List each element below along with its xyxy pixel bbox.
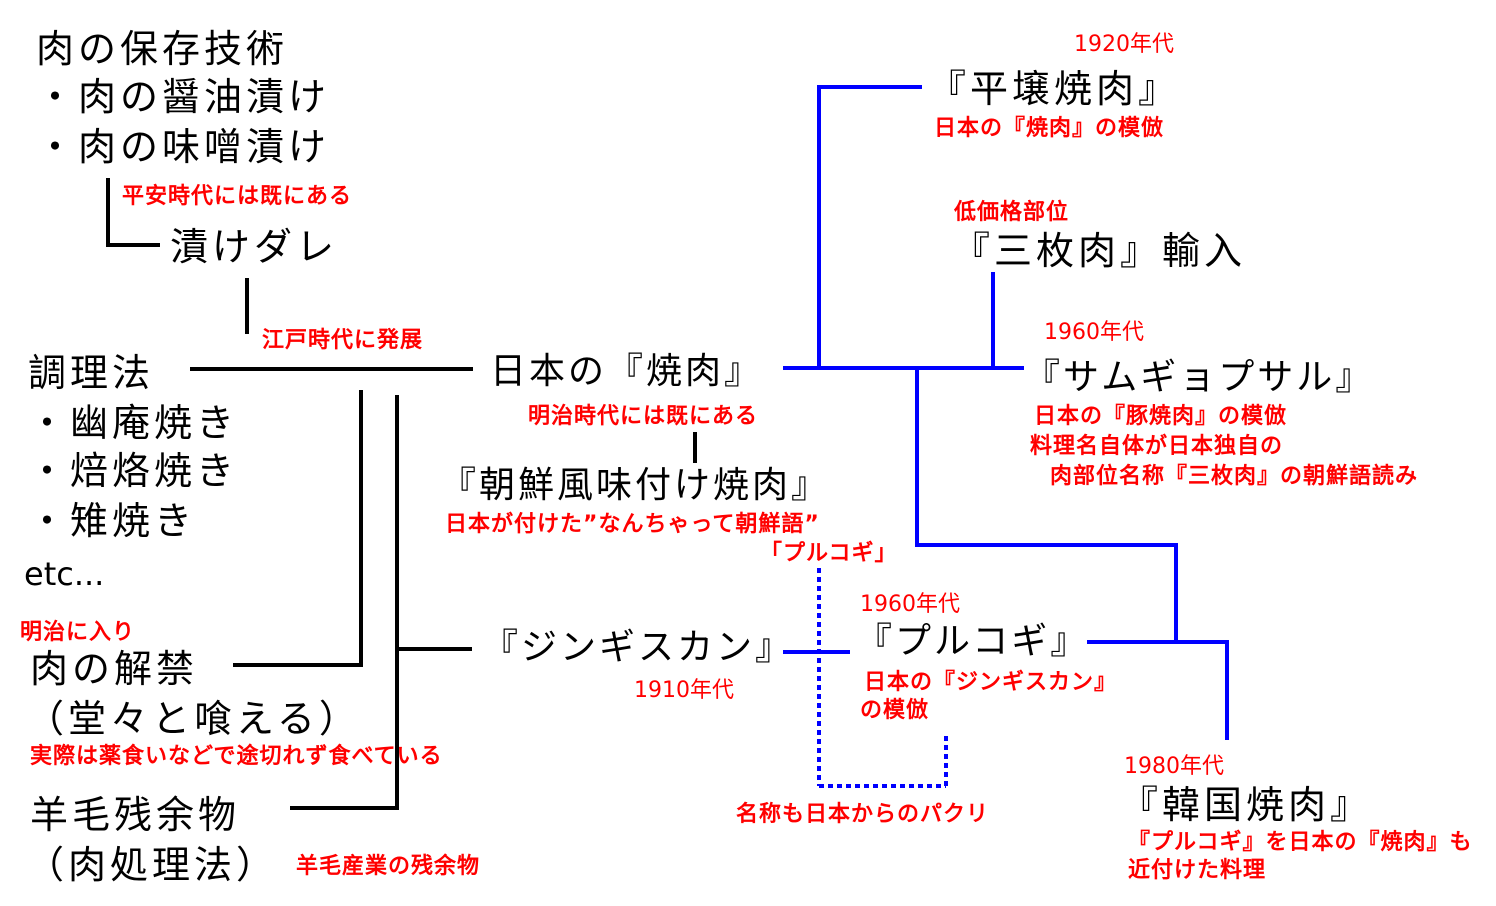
korean-style-yakiniku: 『朝鮮風味付け焼肉』: [440, 465, 831, 506]
meiji-existing-note: 明治時代には既にある: [528, 404, 759, 429]
bulgogi-year: 1960年代: [860, 592, 960, 617]
pyongyang-note: 日本の『焼肉』の模倣: [934, 116, 1165, 141]
korean-yakiniku-note-2: 近付けた料理: [1128, 858, 1267, 883]
preservation-soy: ・肉の醤油漬け: [36, 75, 331, 119]
bulgogi-quote: 「プルコギ」: [760, 541, 898, 566]
preservation-title: 肉の保存技術: [36, 27, 289, 71]
edo-note: 江戸時代に発展: [262, 328, 424, 353]
genghis-khan: 『ジンギスカン』: [482, 627, 795, 668]
samaimaniku-import: 『三枚肉』輸入: [952, 229, 1247, 273]
samgyeopsal: 『サムギョプサル』: [1024, 357, 1375, 398]
korean-yakiniku: 『韓国焼肉』: [1120, 783, 1373, 827]
wool-sub: （肉処理法）: [26, 843, 279, 887]
samgyeopsal-year: 1960年代: [1044, 320, 1144, 345]
meiji-note: 明治に入り: [20, 620, 136, 645]
korean-yakiniku-note-1: 『プルコギ』を日本の『焼肉』も: [1128, 830, 1473, 855]
cooking-title: 調理法: [28, 351, 155, 395]
ban-lift-title: 肉の解禁: [30, 647, 199, 691]
wool-title: 羊毛残余物: [30, 793, 241, 837]
korean-style-note: 日本が付けた”なんちゃって朝鮮語”: [445, 512, 820, 537]
name-copy-note: 名称も日本からのパクリ: [736, 802, 990, 827]
samgyeopsal-note-3: 肉部位名称『三枚肉』の朝鮮語読み: [1050, 464, 1419, 489]
preservation-miso: ・肉の味噌漬け: [36, 125, 331, 169]
ban-lift-sub: （堂々と喰える）: [26, 697, 361, 741]
samgyeopsal-note-1: 日本の『豚焼肉』の模倣: [1034, 404, 1288, 429]
actually-note: 実際は薬食いなどで途切れず食べている: [30, 744, 443, 769]
heian-note: 平安時代には既にある: [122, 184, 353, 209]
bulgogi-note-1: 日本の『ジンギスカン』: [864, 670, 1118, 695]
genghis-year: 1910年代: [634, 678, 734, 703]
cooking-kiji: ・雉焼き: [28, 499, 197, 543]
korean-yakiniku-year: 1980年代: [1124, 754, 1224, 779]
pyongyang-yakiniku: 『平壌焼肉』: [928, 67, 1181, 111]
japan-yakiniku: 日本の『焼肉』: [490, 351, 764, 392]
cooking-yuan: ・幽庵焼き: [28, 401, 239, 445]
samgyeopsal-note-2: 料理名自体が日本独自の: [1030, 434, 1284, 459]
bulgogi: 『プルコギ』: [856, 621, 1090, 662]
bulgogi-note-2: の模倣: [860, 698, 930, 723]
etc-label: etc...: [24, 555, 105, 593]
pyongyang-year: 1920年代: [1074, 32, 1174, 57]
marinade-label: 漬けダレ: [170, 225, 339, 269]
cheap-part-note: 低価格部位: [954, 200, 1070, 225]
wool-note: 羊毛産業の残余物: [296, 854, 481, 879]
cooking-horoku: ・焙烙焼き: [28, 449, 239, 493]
